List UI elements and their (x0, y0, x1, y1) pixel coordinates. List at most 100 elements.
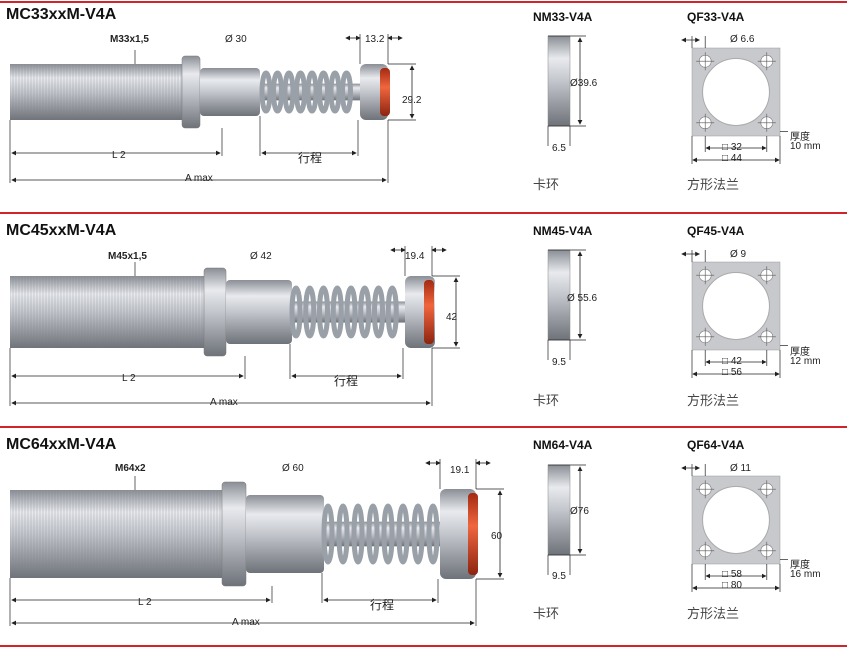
spring-coil (289, 285, 303, 339)
sleeve (200, 68, 260, 116)
flange-bore (702, 486, 770, 554)
nut-diameter-label: Ø76 (570, 506, 589, 517)
spring-coil (358, 285, 372, 339)
spring-coil (340, 70, 353, 114)
nut-model: NM45-V4A (533, 224, 593, 238)
l2-label: L 2 (122, 373, 136, 384)
thread-label: M64x2 (115, 463, 146, 474)
lock-nut (203, 267, 227, 357)
amax-label: A max (232, 617, 260, 628)
spring-coil (294, 70, 307, 114)
stroke-label: 行程 (334, 374, 359, 388)
lock-nut (221, 481, 247, 587)
flange-outer-label: □ 44 (722, 153, 742, 164)
urethane-cap (380, 68, 390, 116)
flange-caption: 方形法兰 (687, 393, 740, 408)
l2-label: L 2 (138, 597, 152, 608)
flange-model: QF64-V4A (687, 438, 745, 452)
stop-cap (440, 489, 476, 579)
thread-texture (10, 490, 224, 578)
thread-texture (10, 64, 182, 120)
spring-coil (385, 285, 399, 339)
thickness-label: 厚度 (790, 132, 810, 143)
body-diameter-label: Ø 42 (250, 251, 272, 262)
nut-side-view (547, 464, 571, 556)
thread-texture (10, 276, 206, 348)
divider-rule (0, 212, 847, 214)
nut-side-view (547, 35, 571, 127)
spring-coil (328, 70, 342, 114)
nut-thickness-label: 6.5 (552, 143, 566, 154)
cap-length-label: 19.1 (450, 465, 470, 476)
stroke-label: 行程 (298, 151, 323, 165)
spring-coil (426, 503, 440, 565)
nut-caption: 卡环 (533, 606, 560, 621)
divider-rule (0, 1, 847, 3)
flange-inner-label: □ 58 (722, 569, 742, 580)
thickness-value: 12 mm (790, 356, 821, 367)
flange-model: QF33-V4A (687, 10, 745, 24)
stroke-label: 行程 (370, 598, 395, 612)
cap-diameter-label: 29.2 (402, 95, 422, 106)
thickness-label: 厚度 (790, 560, 810, 571)
spring-coil (372, 285, 385, 339)
nut-caption: 卡环 (533, 177, 560, 192)
body-diameter-label: Ø 30 (225, 34, 247, 45)
flange-caption: 方形法兰 (687, 606, 740, 621)
nut-thickness-label: 9.5 (552, 357, 566, 368)
spring-coil (259, 70, 273, 114)
urethane-cap (424, 280, 434, 344)
spring-coil (317, 285, 330, 339)
cap-diameter-label: 60 (491, 531, 503, 542)
flange-outer-label: □ 80 (722, 580, 742, 591)
thickness-label: 厚度 (790, 347, 810, 358)
cap-length-label: 13.2 (365, 34, 385, 45)
divider-rule (0, 645, 847, 647)
spring-coil (381, 503, 395, 565)
nut-diameter-label: Ø 55.6 (567, 293, 598, 304)
flange-inner-label: □ 42 (722, 356, 742, 367)
flange-hole-label: Ø 9 (730, 249, 747, 260)
flange-hole-label: Ø 6.6 (730, 34, 755, 45)
spring-coil (336, 503, 350, 565)
spring-coil (321, 503, 335, 565)
flange-inner-label: □ 32 (722, 142, 742, 153)
flange-caption: 方形法兰 (687, 177, 740, 192)
sleeve (246, 495, 324, 573)
thread-label: M33x1,5 (110, 34, 149, 45)
spring-coil (271, 70, 284, 114)
cap-length-label: 19.4 (405, 251, 425, 262)
cap-diameter-label: 42 (446, 312, 458, 323)
lock-nut (181, 55, 201, 129)
nut-model: NM33-V4A (533, 10, 593, 24)
spring-coil (282, 70, 296, 114)
spring-coil (396, 503, 410, 565)
thickness-value: 10 mm (790, 141, 821, 152)
nut-model: NM64-V4A (533, 438, 593, 452)
sleeve (226, 280, 292, 344)
thickness-value: 16 mm (790, 569, 821, 580)
flange-bore (702, 272, 770, 340)
amax-label: A max (185, 173, 213, 184)
model-title: MC64xxM-V4A (6, 436, 117, 453)
nut-thickness-label: 9.5 (552, 571, 566, 582)
l2-label: L 2 (112, 150, 126, 161)
spring-coil (411, 503, 425, 565)
model-title: MC45xxM-V4A (6, 222, 117, 239)
nut-diameter-label: Ø39.6 (570, 78, 598, 89)
model-title: MC33xxM-V4A (6, 6, 117, 23)
amax-label: A max (210, 397, 238, 408)
divider-rule (0, 426, 847, 428)
thread-label: M45x1,5 (108, 251, 147, 262)
spring-coil (305, 70, 319, 114)
spring-coil (366, 503, 380, 565)
flange-hole-label: Ø 11 (730, 463, 751, 474)
body-diameter-label: Ø 60 (282, 463, 304, 474)
flange-model: QF45-V4A (687, 224, 745, 238)
nut-caption: 卡环 (533, 393, 560, 408)
spring-coil (303, 285, 317, 339)
flange-outer-label: □ 56 (722, 367, 742, 378)
urethane-cap (468, 493, 478, 575)
spring-coil (317, 70, 330, 114)
